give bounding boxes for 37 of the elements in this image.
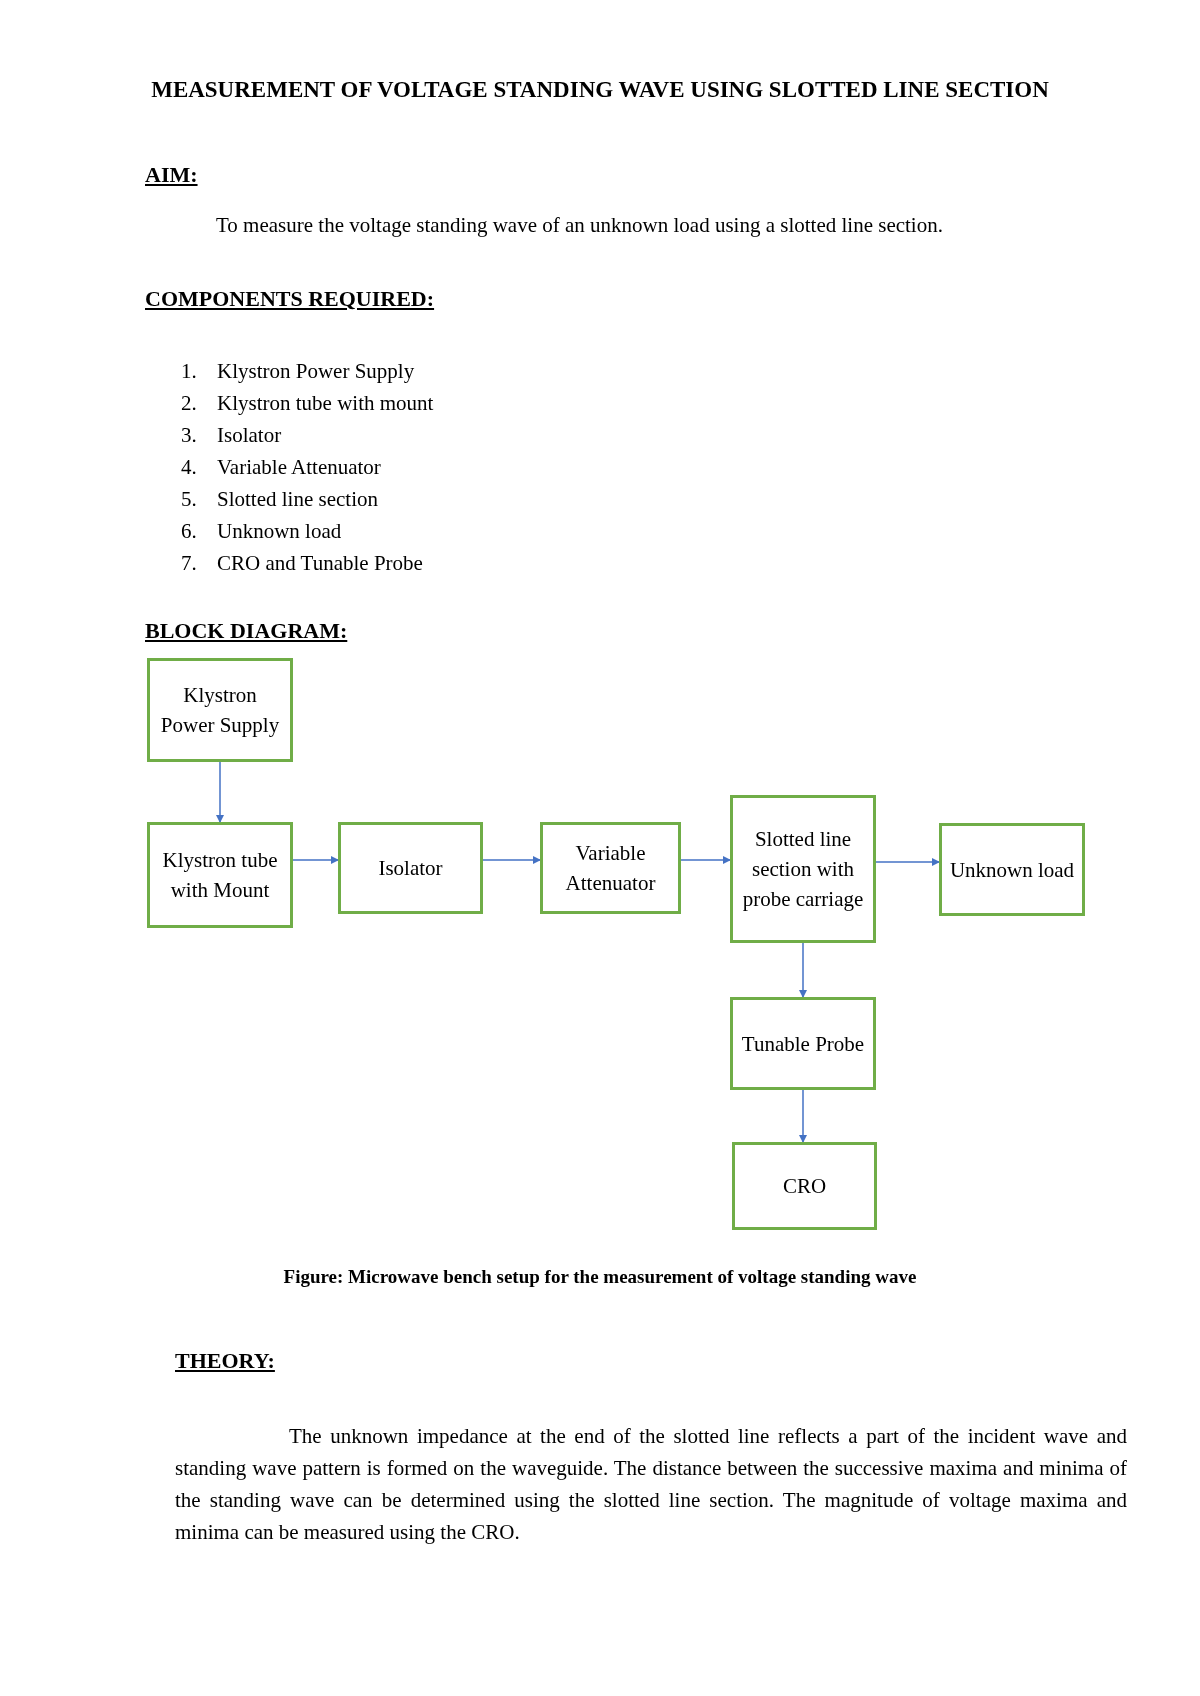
list-number: 6. (181, 518, 197, 545)
paragraph: The unknown impedance at the end of the slotted line reflects a part of the incident wave and standing wave pattern is formed on the waveguide. The distance between the successive maxima and minima of the standing wave can be determined using the slotted line section. The magnitude of voltage maxima and minima can be measured using the CRO. (175, 1423, 1127, 1546)
title: MEASUREMENT OF VOLTAGE STANDING WAVE USING SLOTTED LINE SECTION (150, 76, 1050, 104)
arrow (680, 856, 731, 864)
process-box: Klystron Power Supply (147, 658, 293, 762)
process-box: CRO (732, 1142, 877, 1230)
list-item: CRO and Tunable Probe (217, 550, 423, 577)
figure-caption: Figure: Microwave bench setup for the measurement of voltage standing wave (282, 1266, 918, 1288)
process-box: Tunable Probe (730, 997, 876, 1090)
arrow (875, 858, 940, 866)
list-item: Slotted line section (217, 486, 378, 513)
list-item: Klystron Power Supply (217, 358, 415, 385)
list-number: 3. (181, 422, 197, 449)
list-item: Variable Attenuator (217, 454, 381, 481)
list-number: 2. (181, 390, 197, 417)
list-number: 1. (181, 358, 197, 385)
list-item: Klystron tube with mount (217, 390, 434, 417)
list-number: 5. (181, 486, 197, 513)
arrow (216, 761, 224, 823)
paragraph: To measure the voltage standing wave of an unknown load using a slotted line section. (215, 212, 944, 239)
list-item: Isolator (217, 422, 282, 449)
arrow (292, 856, 339, 864)
section-heading: BLOCK DIAGRAM: (145, 618, 348, 644)
process-box: Variable Attenuator (540, 822, 681, 914)
section-heading: COMPONENTS REQUIRED: (145, 286, 435, 312)
section-heading: AIM: (145, 162, 198, 188)
list-number: 7. (181, 550, 197, 577)
process-box: Klystron tube with Mount (147, 822, 293, 928)
process-box: Unknown load (939, 823, 1085, 916)
arrow (799, 942, 807, 998)
section-heading: THEORY: (175, 1348, 275, 1374)
arrow (799, 1089, 807, 1143)
list-item: Unknown load (217, 518, 342, 545)
process-box: Slotted line section with probe carriage (730, 795, 876, 943)
arrow (482, 856, 541, 864)
list-number: 4. (181, 454, 197, 481)
process-box: Isolator (338, 822, 483, 914)
